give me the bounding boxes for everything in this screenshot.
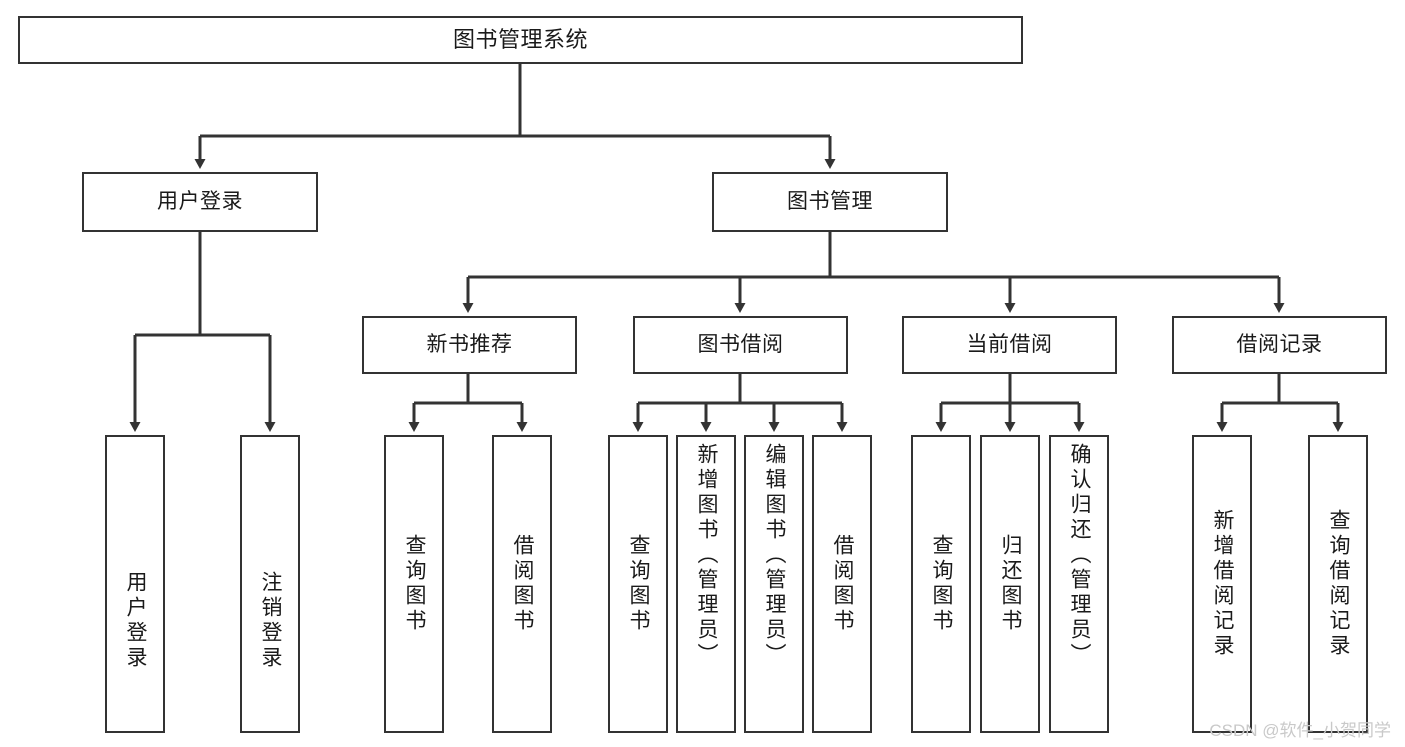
leaf-label: 查询图书 xyxy=(930,534,954,634)
leaf-label: 注销登录 xyxy=(259,571,283,671)
node-current-borrow-label: 当前借阅 xyxy=(966,332,1053,356)
leaf-borrow-record-add[interactable]: 新增借阅记录 xyxy=(1192,435,1252,733)
node-current-borrow[interactable]: 当前借阅 xyxy=(902,316,1117,374)
leaf-label: 借阅图书 xyxy=(511,534,535,634)
leaf-label: 借阅图书 xyxy=(831,534,855,634)
leaf-user-login-logout[interactable]: 注销登录 xyxy=(240,435,300,733)
leaf-label: 查询借阅记录 xyxy=(1327,509,1351,659)
leaf-current-borrow-query[interactable]: 查询图书 xyxy=(911,435,971,733)
node-root[interactable]: 图书管理系统 xyxy=(18,16,1023,64)
leaf-label: 新增图书（管理员） xyxy=(695,443,719,668)
leaf-label: 查询图书 xyxy=(627,534,651,634)
node-book-management-label: 图书管理 xyxy=(787,189,873,213)
node-book-borrow-label: 图书借阅 xyxy=(697,332,784,356)
node-new-book-recommend-label: 新书推荐 xyxy=(426,332,513,356)
leaf-current-borrow-return[interactable]: 归还图书 xyxy=(980,435,1040,733)
leaf-book-borrow-add[interactable]: 新增图书（管理员） xyxy=(676,435,736,733)
leaf-book-borrow-borrow[interactable]: 借阅图书 xyxy=(812,435,872,733)
leaf-new-book-query[interactable]: 查询图书 xyxy=(384,435,444,733)
leaf-new-book-borrow[interactable]: 借阅图书 xyxy=(492,435,552,733)
leaf-user-login-login[interactable]: 用户登录 xyxy=(105,435,165,733)
node-book-management[interactable]: 图书管理 xyxy=(712,172,948,232)
leaf-label: 查询图书 xyxy=(403,534,427,634)
leaf-label: 用户登录 xyxy=(124,571,148,671)
node-book-borrow[interactable]: 图书借阅 xyxy=(633,316,848,374)
node-user-login-label: 用户登录 xyxy=(157,189,243,213)
leaf-label: 确认归还（管理员） xyxy=(1068,443,1092,668)
node-borrow-record[interactable]: 借阅记录 xyxy=(1172,316,1387,374)
leaf-book-borrow-edit[interactable]: 编辑图书（管理员） xyxy=(744,435,804,733)
leaf-current-borrow-confirm-return[interactable]: 确认归还（管理员） xyxy=(1049,435,1109,733)
node-user-login[interactable]: 用户登录 xyxy=(82,172,318,232)
leaf-label: 编辑图书（管理员） xyxy=(763,443,787,668)
leaf-book-borrow-query[interactable]: 查询图书 xyxy=(608,435,668,733)
leaf-borrow-record-query[interactable]: 查询借阅记录 xyxy=(1308,435,1368,733)
leaf-label: 归还图书 xyxy=(999,534,1023,634)
node-new-book-recommend[interactable]: 新书推荐 xyxy=(362,316,577,374)
node-borrow-record-label: 借阅记录 xyxy=(1236,332,1323,356)
watermark: CSDN @软件_小贺同学 xyxy=(1209,721,1391,740)
node-root-label: 图书管理系统 xyxy=(452,27,588,53)
leaf-label: 新增借阅记录 xyxy=(1211,509,1235,659)
